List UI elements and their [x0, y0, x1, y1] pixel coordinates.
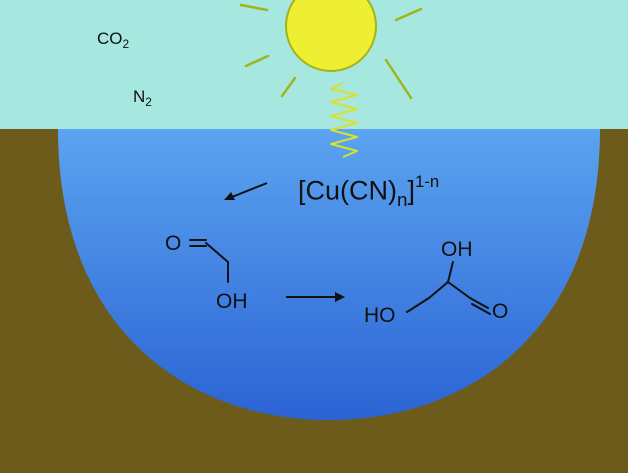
glycolaldehyde-o-label: O	[165, 232, 181, 255]
glyceraldehyde-oh-label: OH	[441, 238, 473, 261]
sun-icon	[239, 0, 423, 100]
reaction-arrow-icon	[286, 292, 345, 302]
glycolaldehyde-structure	[189, 239, 229, 283]
radiation-wave-icon	[330, 82, 358, 158]
catalyst-sup: 1-n	[415, 172, 440, 191]
co2-label: CO2	[97, 30, 129, 51]
co2-main: CO	[97, 29, 123, 48]
glycolaldehyde-oh-label: OH	[216, 290, 248, 313]
water-pool	[58, 129, 600, 420]
glyceraldehyde-o-label: O	[492, 300, 508, 323]
n2-label: N2	[133, 88, 152, 109]
catalyst-open: [Cu(CN)	[298, 175, 397, 206]
catalyst-arrow-icon	[224, 182, 268, 200]
n2-main: N	[133, 87, 146, 106]
catalyst-sub: n	[397, 190, 408, 212]
glyceraldehyde-ho-label: HO	[364, 304, 396, 327]
co2-sub: 2	[122, 37, 130, 52]
catalyst-label: [Cu(CN)n]1-n	[298, 172, 440, 212]
catalyst-close: ]	[407, 175, 416, 206]
n2-sub: 2	[145, 95, 152, 110]
glyceraldehyde-structure	[406, 261, 491, 315]
